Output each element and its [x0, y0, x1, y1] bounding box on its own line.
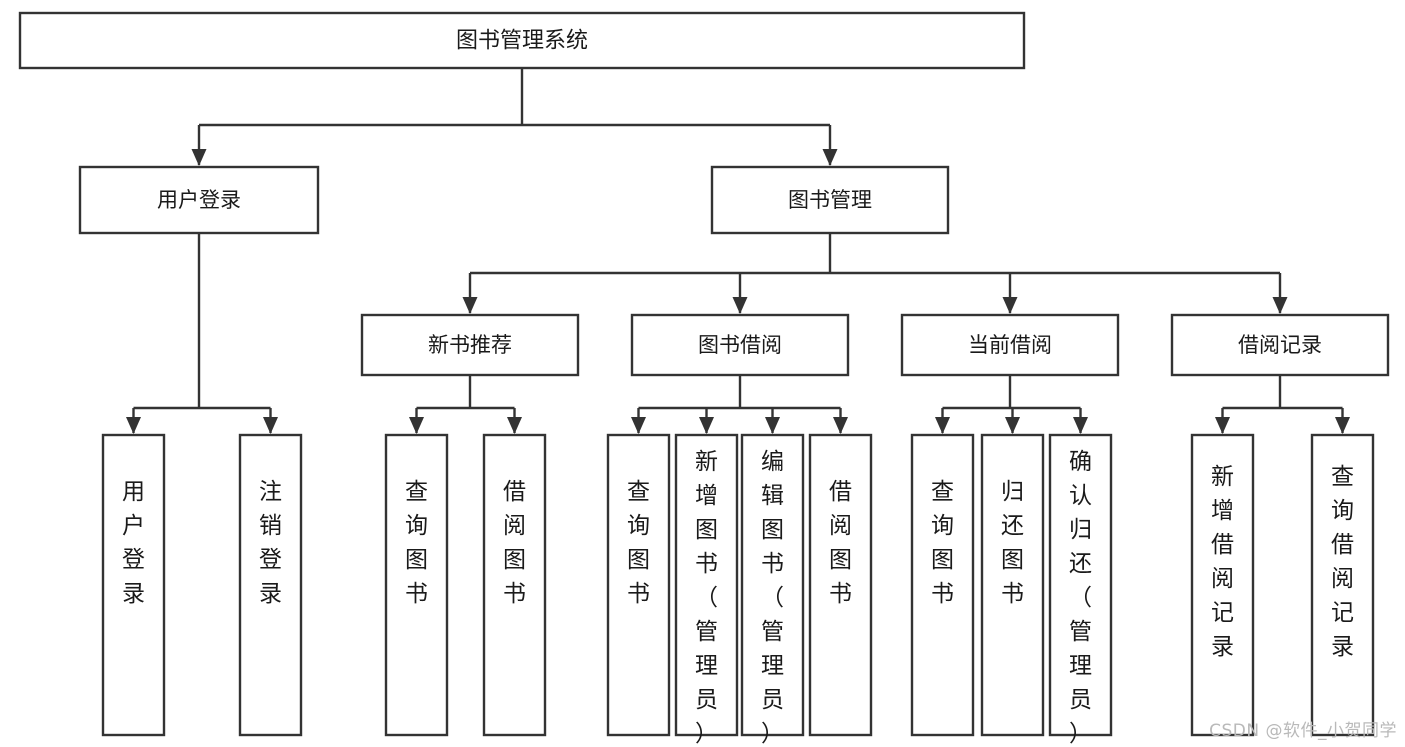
leaf-node-label: 查询图书 [931, 479, 954, 607]
leaf-node-rect [1190, 433, 1255, 737]
leaf-node-rect [606, 433, 671, 737]
node-layer: 图书管理系统用户登录图书管理新书推荐图书借阅当前借阅借阅记录用户登录注销登录查询… [18, 11, 1390, 747]
arrow-head-icon [126, 417, 141, 434]
leaf-node-label: 查询借阅记录 [1331, 464, 1354, 660]
level2-node-rect [1170, 313, 1390, 377]
leaf-node-rect [482, 433, 547, 737]
leaf-node-6[interactable]: 编辑图书（管理员） [740, 433, 805, 747]
arrow-head-icon [1073, 417, 1088, 434]
level2-node-label: 借阅记录 [1238, 333, 1322, 357]
level2-node-2[interactable]: 当前借阅 [900, 313, 1120, 377]
arrow-head-icon [833, 417, 848, 434]
level1-node-rect [710, 165, 950, 235]
level1-node-label: 用户登录 [157, 188, 241, 212]
leaf-node-rect [808, 433, 873, 737]
leaf-node-1[interactable]: 注销登录 [238, 433, 303, 737]
leaf-node-rect [1048, 433, 1113, 737]
arrow-head-icon [935, 417, 950, 434]
leaf-node-label: 借阅图书 [829, 479, 852, 607]
leaf-node-rect [910, 433, 975, 737]
level2-node-label: 当前借阅 [968, 333, 1052, 357]
level2-node-rect [630, 313, 850, 377]
leaf-node-rect [101, 433, 166, 737]
level2-node-0[interactable]: 新书推荐 [360, 313, 580, 377]
leaf-node-label: 确认归还（管理员） [1069, 449, 1092, 747]
leaf-node-label: 归还图书 [1001, 479, 1024, 607]
arrow-head-icon [1272, 297, 1288, 314]
level2-node-1[interactable]: 图书借阅 [630, 313, 850, 377]
level1-node-rect [78, 165, 320, 235]
level2-node-label: 新书推荐 [428, 333, 512, 357]
leaf-node-label: 查询图书 [627, 479, 650, 607]
level2-node-3[interactable]: 借阅记录 [1170, 313, 1390, 377]
leaf-node-rect [1310, 433, 1375, 737]
leaf-node-7[interactable]: 借阅图书 [808, 433, 873, 737]
arrow-head-icon [699, 417, 714, 434]
level2-node-label: 图书借阅 [698, 333, 782, 357]
leaf-node-4[interactable]: 查询图书 [606, 433, 671, 737]
arrow-head-icon [732, 297, 748, 314]
leaf-node-label: 借阅图书 [503, 479, 526, 607]
level1-node-label: 图书管理 [788, 188, 872, 212]
arrow-head-icon [462, 297, 478, 314]
leaf-node-rect [384, 433, 449, 737]
level2-node-rect [900, 313, 1120, 377]
arrow-head-icon [1005, 417, 1020, 434]
root-node-rect [18, 11, 1026, 70]
leaf-node-5[interactable]: 新增图书（管理员） [674, 433, 739, 747]
leaf-node-label: 查询图书 [405, 479, 428, 607]
arrow-head-icon [1002, 297, 1018, 314]
leaf-node-label: 注销登录 [259, 479, 282, 607]
leaf-node-12[interactable]: 查询借阅记录 [1310, 433, 1375, 737]
connector-layer [126, 68, 1350, 434]
leaf-node-2[interactable]: 查询图书 [384, 433, 449, 737]
root-node-0[interactable]: 图书管理系统 [18, 11, 1026, 70]
leaf-node-rect [740, 433, 805, 737]
leaf-node-label: 用户登录 [122, 479, 145, 607]
arrow-head-icon [1335, 417, 1350, 434]
root-node-label: 图书管理系统 [456, 29, 588, 54]
leaf-node-9[interactable]: 归还图书 [980, 433, 1045, 737]
arrow-head-icon [263, 417, 278, 434]
arrow-head-icon [409, 417, 424, 434]
arrow-head-icon [765, 417, 780, 434]
arrow-head-icon [507, 417, 522, 434]
leaf-node-3[interactable]: 借阅图书 [482, 433, 547, 737]
leaf-node-label: 新增借阅记录 [1211, 464, 1234, 660]
level1-node-0[interactable]: 用户登录 [78, 165, 320, 235]
leaf-node-rect [674, 433, 739, 737]
leaf-node-0[interactable]: 用户登录 [101, 433, 166, 737]
leaf-node-10[interactable]: 确认归还（管理员） [1048, 433, 1113, 747]
leaf-node-label: 新增图书（管理员） [695, 449, 718, 747]
leaf-node-rect [238, 433, 303, 737]
arrow-head-icon [191, 149, 207, 166]
arrow-head-icon [631, 417, 646, 434]
leaf-node-11[interactable]: 新增借阅记录 [1190, 433, 1255, 737]
arrow-head-icon [822, 149, 838, 166]
leaf-node-label: 编辑图书（管理员） [761, 449, 784, 747]
level1-node-1[interactable]: 图书管理 [710, 165, 950, 235]
leaf-node-rect [980, 433, 1045, 737]
level2-node-rect [360, 313, 580, 377]
arrow-head-icon [1215, 417, 1230, 434]
leaf-node-8[interactable]: 查询图书 [910, 433, 975, 737]
